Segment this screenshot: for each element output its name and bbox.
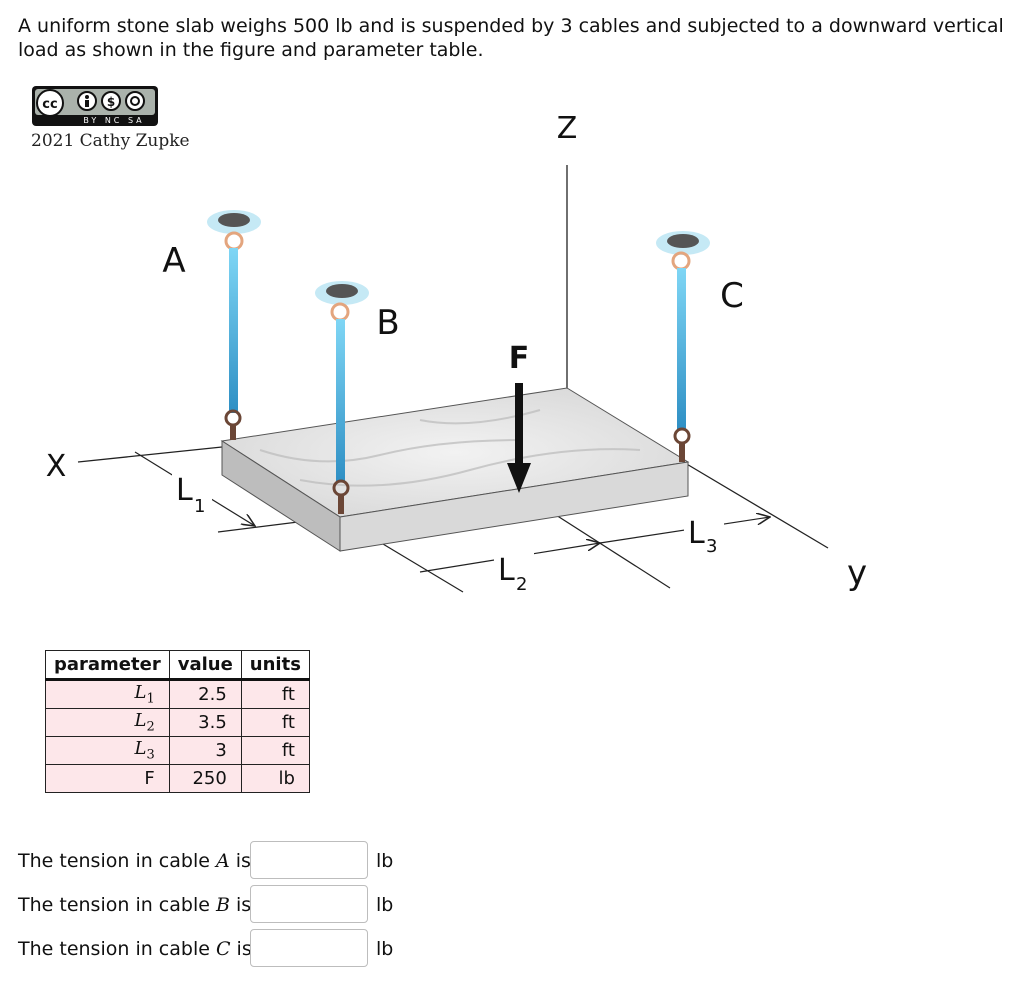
table-row: F 250 lb — [45, 764, 310, 793]
unit-l1: ft — [240, 679, 310, 709]
table-row: L2 3.5 ft — [45, 708, 310, 737]
problem-statement: A uniform stone slab weighs 500 lb and i… — [18, 15, 1004, 61]
question-label: The tension in cable C is — [18, 938, 252, 960]
label-l1-sub: 1 — [194, 496, 205, 517]
header-units: units — [240, 650, 310, 680]
param-l1: L1 — [45, 679, 170, 709]
label-l1: L — [176, 473, 193, 508]
value-l2: 3.5 — [168, 708, 242, 737]
unit-l2: ft — [240, 708, 310, 737]
unit-label: lb — [376, 850, 394, 872]
label-l3: L — [688, 516, 705, 551]
label-axis-z: Z — [557, 111, 578, 146]
unit-f: lb — [240, 764, 310, 793]
load-arrow-f — [507, 383, 531, 493]
cc-license-badge: cc $ BY NC SA — [32, 86, 158, 126]
y-axis — [684, 462, 829, 549]
unit-l3: ft — [240, 736, 310, 765]
unit-label: lb — [376, 894, 394, 916]
label-force-f: F — [509, 341, 530, 376]
param-f: F — [45, 764, 170, 793]
cc-icon — [36, 89, 64, 117]
label-cable-c: C — [720, 276, 744, 316]
nc-icon — [101, 91, 121, 111]
label-l2: L — [498, 553, 515, 588]
parameter-table: parameter value units L1 2.5 ft L2 3.5 f… — [45, 650, 310, 793]
header-parameter: parameter — [45, 650, 170, 680]
marble-veins — [259, 409, 641, 487]
tension-a-input[interactable] — [250, 841, 368, 879]
tension-b-input[interactable] — [250, 885, 368, 923]
param-l3: L3 — [45, 736, 170, 765]
value-l3: 3 — [168, 736, 242, 765]
x-axis — [77, 446, 223, 463]
question-label: The tension in cable B is — [18, 894, 252, 916]
cable-a — [207, 210, 261, 440]
param-l2-sub: 2 — [146, 719, 155, 735]
label-l2-sub: 2 — [516, 574, 527, 595]
param-l3-sub: 3 — [146, 747, 155, 763]
value-l1: 2.5 — [168, 679, 242, 709]
svg-text:cc: cc — [42, 97, 57, 112]
label-cable-a: A — [162, 241, 185, 281]
question-label: The tension in cable A is — [18, 850, 251, 872]
cc-badge-text: BY NC SA — [83, 116, 144, 125]
label-cable-b: B — [376, 303, 399, 343]
tension-c-input[interactable] — [250, 929, 368, 967]
slab-figure: A B C F X y Z L 1 L 2 L 3 — [46, 111, 867, 595]
cable-b — [315, 281, 369, 514]
credit-line: 2021 Cathy Zupke — [31, 131, 190, 151]
header-value: value — [168, 650, 242, 680]
table-row: L1 2.5 ft — [45, 679, 310, 709]
slab-front — [339, 461, 689, 552]
label-axis-y: y — [847, 553, 867, 593]
table-row: L3 3 ft — [45, 736, 310, 765]
sa-icon — [125, 91, 145, 111]
cable-c — [656, 231, 710, 462]
param-l2: L2 — [45, 708, 170, 737]
value-f: 250 — [168, 764, 242, 793]
label-axis-x: X — [46, 449, 67, 484]
unit-label: lb — [376, 938, 394, 960]
svg-text:$: $ — [107, 95, 115, 109]
label-l3-sub: 3 — [706, 536, 717, 557]
table-header-row: parameter value units — [45, 650, 310, 680]
param-l1-sub: 1 — [146, 691, 155, 707]
